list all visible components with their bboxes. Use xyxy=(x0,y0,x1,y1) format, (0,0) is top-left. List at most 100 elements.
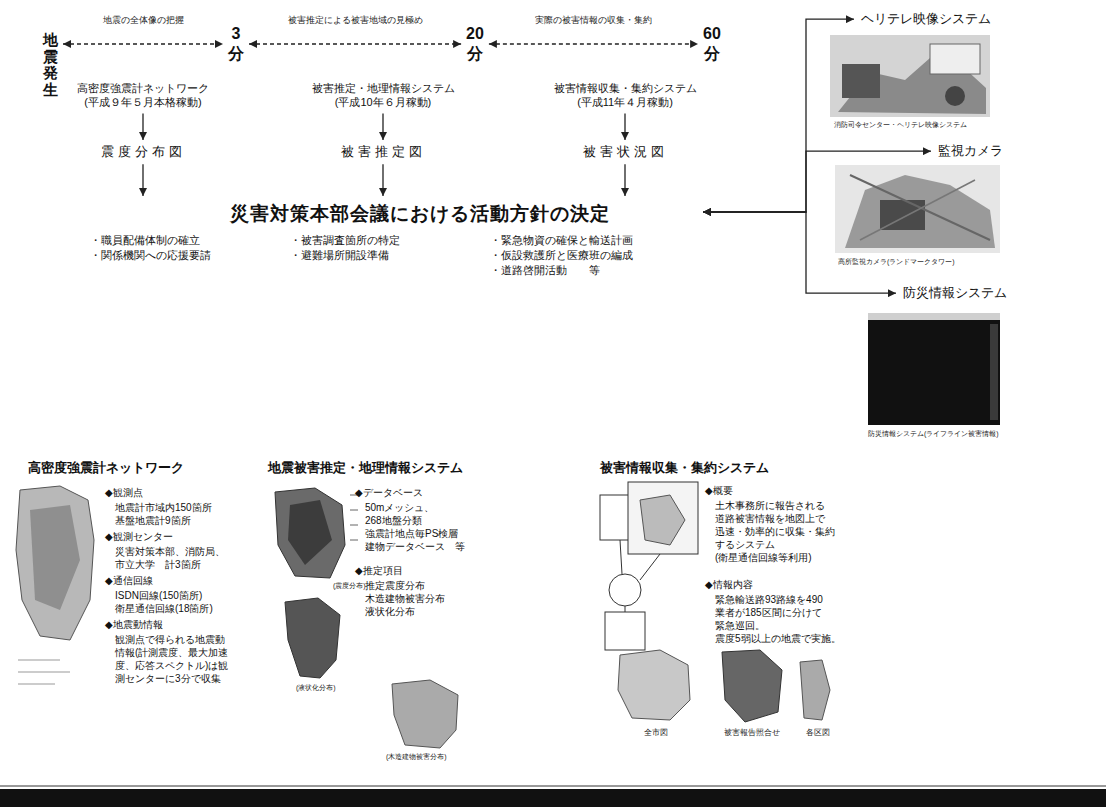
flow-arrow xyxy=(382,114,383,141)
heli-photo xyxy=(830,35,990,117)
image-caption: 被害報告照合せ xyxy=(724,727,780,738)
node-text: 地震発生 xyxy=(43,32,58,98)
node-text: (平成９年５月本格稼動) xyxy=(77,96,209,110)
node-text: 防災情報システム xyxy=(903,285,1007,301)
flow-arrow xyxy=(489,43,698,44)
camera-photo-beam xyxy=(850,175,990,240)
node-text: (平成11年４月稼動) xyxy=(554,96,697,110)
node-text: 監視カメラ xyxy=(938,143,1003,159)
node-text: 分 xyxy=(466,44,484,64)
body-text: ・避難場所開設準備 xyxy=(290,249,389,263)
node-text: 分 xyxy=(703,44,721,64)
sample-line xyxy=(18,672,70,673)
network-node xyxy=(609,574,641,606)
body-text: ・仮設救護所と医療班の編成 xyxy=(490,249,633,263)
body-text: 地震計市域内150箇所 基盤地震計9箇所 xyxy=(115,501,237,527)
wood-damage-map xyxy=(392,680,458,748)
image-caption: (液状化分布) xyxy=(296,683,336,693)
body-text: ・関係機関への応援要請 xyxy=(90,249,211,263)
phase-label: 被害推定による被害地域の見極め xyxy=(286,14,425,27)
flow-arrow xyxy=(142,164,143,196)
intensity-map xyxy=(275,488,345,578)
body-text: 50mメッシュ、 268地盤分類 強震計地点毎PS検層 建物データベース 等 xyxy=(365,501,475,553)
intensity-map-zone xyxy=(288,500,332,565)
heli-photo-detail xyxy=(945,86,965,106)
image-caption: 高所監視カメラ(ランドマークタワー) xyxy=(838,257,955,267)
flow-arrow xyxy=(703,19,854,212)
body-text: ・緊急物資の確保と輸送計画 xyxy=(490,234,633,248)
body-text: ・道路啓開活動 等 xyxy=(490,264,600,278)
node-text: 被害情報収集・集約システム xyxy=(554,82,697,96)
time-mark: 3分 xyxy=(225,22,247,66)
map-legend-tick xyxy=(350,540,358,541)
node-text: ヘリテレ映像システム xyxy=(861,11,991,27)
output-map: 被害状況図 xyxy=(580,142,671,162)
body-text: 土木事務所に報告される 道路被害情報を地図上で 迅速・効率的に収集・集約 するシ… xyxy=(715,499,845,564)
heading-text: 地震被害推定・地理情報システム xyxy=(268,460,463,476)
flow-arrow xyxy=(382,164,383,196)
flow-arrow xyxy=(703,151,931,212)
map-window xyxy=(628,482,698,554)
body-text: ◆地震動情報 xyxy=(105,619,163,632)
node-text: (平成10年６月稼動) xyxy=(312,96,455,110)
heli-photo-monitor xyxy=(842,64,880,98)
output-map: 被害推定図 xyxy=(338,142,429,162)
body-text: 緊急輸送路93路線を490 業者が185区間に分けて 緊急巡回。 震度5弱以上の… xyxy=(715,593,847,645)
info-screen xyxy=(868,313,1000,425)
phase-label: 地震の全体像の把握 xyxy=(101,14,186,27)
system-heading: 高密度強震計ネットワーク(平成９年５月本格稼動) xyxy=(74,80,212,112)
body-text: ◆概要 xyxy=(705,485,733,498)
flow-arrow xyxy=(249,43,461,44)
time-mark: 20分 xyxy=(463,22,487,66)
video-system: 防災情報システム xyxy=(900,283,1010,303)
network-link xyxy=(620,540,622,574)
camera-photo-structure xyxy=(845,175,995,248)
node-text: 60 xyxy=(703,24,721,44)
body-text: 災害対策本部、消防局、 市立大学 計3箇所 xyxy=(115,545,237,571)
body-text: 推定震度分布 木造建物被害分布 液状化分布 xyxy=(365,579,475,618)
detail-panel: 被害情報収集・集約システム ◆概要土木事務所に報告される 道路被害情報を地図上で … xyxy=(590,455,855,695)
flow-arrow xyxy=(703,212,896,293)
body-text: ◆推定項目 xyxy=(355,565,403,578)
ward-map xyxy=(800,660,830,720)
system-heading: 被害推定・地理情報システム(平成10年６月稼動) xyxy=(309,80,458,112)
node-text: 高密度強震計ネットワーク xyxy=(77,82,209,96)
network-link xyxy=(625,606,626,612)
node-text: 震度分布図 xyxy=(101,144,186,160)
sample-line xyxy=(18,660,60,661)
body-text: ◆情報内容 xyxy=(705,579,753,592)
node-text: 被害推定・地理情報システム xyxy=(312,82,455,96)
node-text: 3 xyxy=(228,24,244,44)
image-caption: (木造建物被害分布) xyxy=(386,752,447,762)
info-screen-bar xyxy=(868,313,1000,320)
detail-panel: 高密度強震計ネットワーク◆観測点地震計市域内150箇所 基盤地震計9箇所◆観測セ… xyxy=(10,455,245,695)
phase-label: 実際の被害情報の収集・集約 xyxy=(533,14,654,27)
body-text: ◆通信回線 xyxy=(105,575,153,588)
bottom-rule xyxy=(0,786,1106,787)
info-screen-sidebar xyxy=(990,324,998,420)
network-link xyxy=(640,554,660,580)
node-text: 被害推定図 xyxy=(341,144,426,160)
city-map-zone xyxy=(30,505,80,610)
node-text: 分 xyxy=(228,44,244,64)
bottom-bar xyxy=(0,789,1106,807)
map-window-content xyxy=(640,495,685,545)
sample-line xyxy=(18,684,55,685)
video-system: ヘリテレ映像システム xyxy=(858,9,994,29)
time-mark: 60分 xyxy=(700,22,724,66)
body-text: ・被害調査箇所の特定 xyxy=(290,234,400,248)
body-text: ISDN回線(150箇所) 衛星通信回線(18箇所) xyxy=(115,589,237,615)
whole-city-map xyxy=(618,650,690,720)
heading-text: 被害情報収集・集約システム xyxy=(600,460,769,476)
flow-arrow xyxy=(63,43,223,44)
image-caption: 消防司令センター・ヘリテレ映像システム xyxy=(834,120,967,130)
flow-arrow xyxy=(624,114,625,141)
node-text: 被害状況図 xyxy=(583,144,668,160)
image-caption: (震度分布) xyxy=(333,581,366,591)
body-text: 観測点で得られる地震動 情報(計測震度、最大加速 度、応答スペクトル)は観 測セ… xyxy=(115,633,237,685)
flow-arrow xyxy=(142,114,143,141)
event-label: 地震発生 xyxy=(40,30,61,100)
map-legend-tick xyxy=(350,510,358,511)
heading-text: 災害対策本部会議における活動方針の決定 xyxy=(230,202,610,226)
body-text: ◆データベース xyxy=(355,487,423,500)
